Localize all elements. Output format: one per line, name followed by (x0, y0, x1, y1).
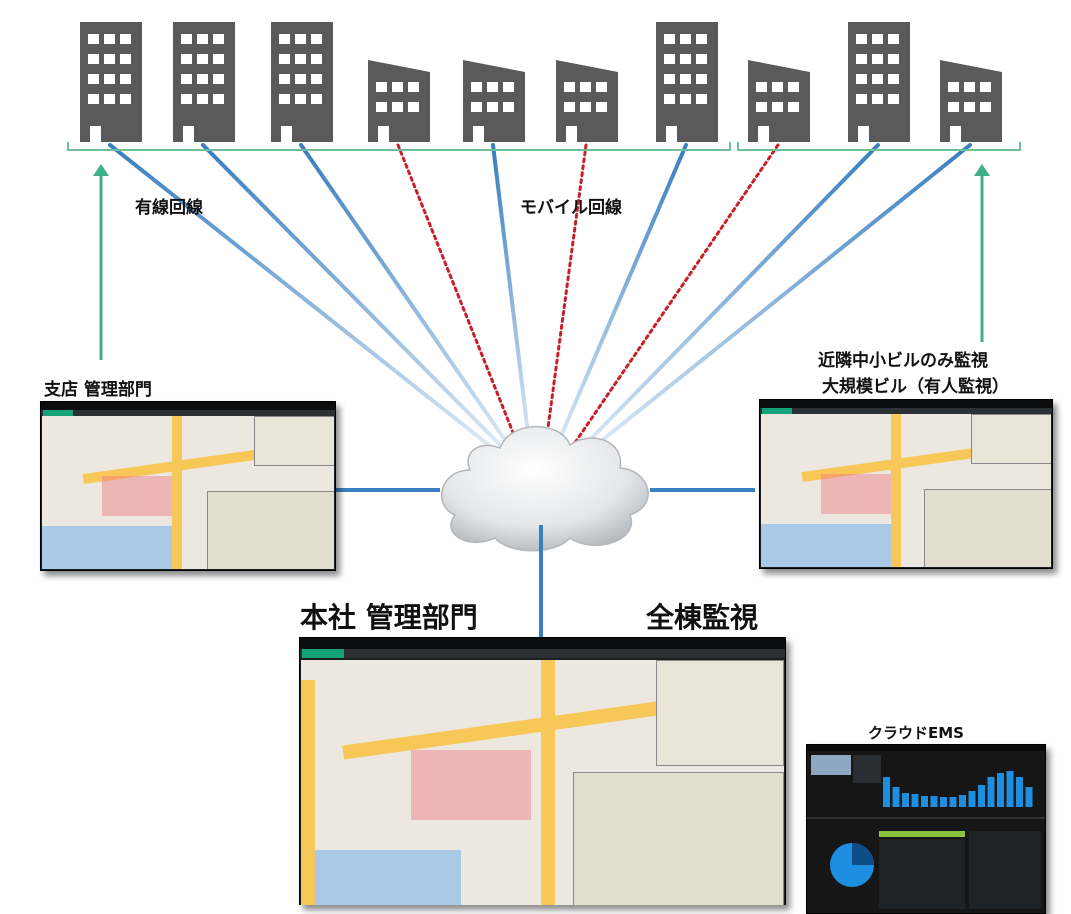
cloud-ems-dashboard (806, 744, 1046, 914)
cloud-icon (440, 425, 649, 552)
wired-link-line (578, 143, 880, 452)
ems-bar (911, 794, 919, 807)
ems-bar (883, 777, 890, 807)
factory-building-icon (556, 60, 618, 142)
ems-bar (949, 797, 957, 807)
hq-label: 本社 管理部門 (300, 601, 478, 634)
wired-link-line (491, 143, 532, 452)
cloud-ems-label: クラウドEMS (868, 724, 964, 742)
ems-bar (1006, 771, 1014, 807)
arrow-head-icon (93, 164, 109, 176)
ems-bar (987, 777, 995, 807)
ems-bar (930, 796, 938, 807)
ems-bar (1016, 777, 1023, 807)
arrow-head-icon (974, 164, 990, 176)
office-building-icon (173, 22, 235, 142)
mobile-link-line (396, 143, 522, 452)
nearby-label-line1: 近隣中小ビルのみ監視 (818, 351, 988, 371)
ems-bar (959, 795, 966, 807)
factory-building-icon (463, 60, 525, 142)
ems-bar (968, 791, 976, 807)
wired-link-line (108, 143, 497, 452)
ems-bar (978, 785, 985, 807)
office-building-icon (271, 22, 333, 142)
all-monitor-label: 全棟監視 (646, 601, 759, 634)
wired-link-line (553, 143, 688, 452)
office-building-icon (656, 22, 718, 142)
ems-bar (892, 787, 900, 807)
factory-building-icon (940, 60, 1002, 142)
ems-dashboard-graphics (807, 745, 1045, 909)
ems-bar (902, 793, 909, 807)
wired-line-label: 有線回線 (135, 198, 203, 218)
ems-bar (997, 773, 1004, 807)
wired-link-line (299, 143, 514, 452)
factory-building-icon (748, 60, 810, 142)
ems-bar (940, 797, 947, 807)
office-building-icon (80, 22, 142, 142)
mobile-line-label: モバイル回線 (520, 198, 622, 218)
mobile-link-line (543, 143, 588, 452)
hq-monitor-screenshot (299, 637, 786, 905)
branch-monitor-screenshot (40, 401, 336, 571)
factory-building-icon (368, 60, 430, 142)
nearby-label-line2: 大規模ビル（有人監視） (822, 377, 1009, 397)
nearby-monitor-screenshot (759, 399, 1053, 569)
mobile-link-line (568, 143, 780, 452)
office-building-icon (848, 22, 910, 142)
ems-bar (921, 796, 928, 807)
wired-link-line (201, 143, 507, 452)
branch-label: 支店 管理部門 (44, 380, 152, 400)
site-group-brackets (67, 142, 1021, 151)
cloud-links (336, 488, 755, 640)
ems-bar (1025, 787, 1033, 807)
wired-link-line (588, 143, 972, 452)
